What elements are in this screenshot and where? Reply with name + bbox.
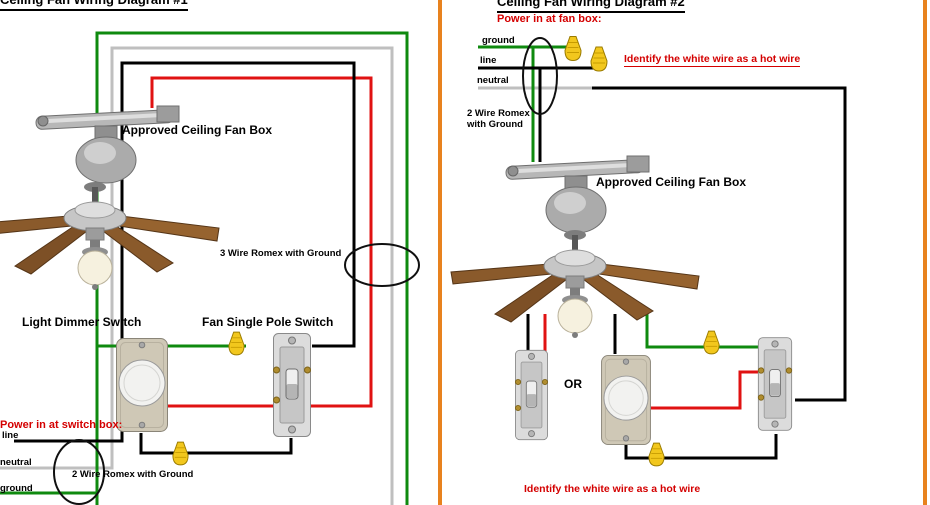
pole-switch-label: Fan Single Pole Switch — [202, 315, 334, 329]
or-label: OR — [564, 377, 582, 391]
line-label-1: line — [2, 430, 19, 441]
fan-box-label-1: Approved Ceiling Fan Box — [122, 123, 273, 137]
ground-label-2: ground — [482, 35, 515, 46]
romex2-label-1: 2 Wire Romex with Ground — [72, 469, 194, 480]
romex3-callout-ellipse — [344, 243, 420, 287]
identify-hot-wire-label-top: Identify the white wire as a hot wire — [624, 53, 801, 68]
toggle-switch-2b — [757, 337, 793, 431]
ceiling-fan-1 — [0, 181, 220, 291]
diagram-2-title: Ceiling Fan Wiring Diagram #2 — [497, 0, 685, 13]
bottom-jumper-wire-2 — [624, 434, 778, 460]
romex2-callout-ellipse-1 — [53, 439, 105, 505]
dimmer-switch-2 — [601, 354, 651, 446]
panel-2-border — [438, 0, 927, 505]
power-in-label-2: Power in at fan box: — [497, 13, 602, 25]
wire-nut-1b — [172, 441, 189, 466]
wire-nut-1a — [228, 331, 245, 356]
wire-nut-2a — [564, 35, 582, 62]
power-in-label-1: Power in at switch box: — [0, 419, 123, 431]
neutral-wire-1 — [0, 46, 394, 505]
line-wire-1 — [14, 61, 356, 443]
wire-nut-2c — [703, 330, 720, 355]
dimmer-switch-label: Light Dimmer Switch — [22, 315, 142, 329]
switch-jumper-wires-1 — [139, 433, 293, 455]
romex3-label: 3 Wire Romex with Ground — [220, 248, 342, 259]
ground-wire-2 — [478, 45, 760, 349]
romex2-callout-ellipse-2 — [522, 37, 558, 115]
hot-wire-2 — [543, 314, 759, 410]
line-label-2: line — [480, 55, 497, 66]
ground-label-1: ground — [0, 483, 33, 494]
identify-hot-wire-label-bottom: Identify the white wire as a hot wire — [524, 483, 701, 495]
wire-nut-2d — [648, 442, 665, 467]
romex2-label-2: 2 Wire Romex with Ground — [467, 108, 530, 130]
toggle-switch-2a — [515, 349, 548, 441]
fan-mounting-bracket-1 — [35, 105, 180, 184]
dimmer-switch-1 — [116, 338, 168, 432]
toggle-switch-1 — [273, 333, 311, 437]
fan-mounting-bracket-2 — [505, 155, 650, 234]
diagram-1-title: Ceiling Fan Wiring Diagram #1 — [0, 0, 188, 11]
fan-box-label-2: Approved Ceiling Fan Box — [596, 175, 747, 189]
neutral-label-1: neutral — [0, 457, 32, 468]
wire-nut-2b — [590, 46, 608, 72]
ceiling-fan-2 — [450, 229, 700, 339]
neutral-label-2: neutral — [477, 75, 509, 86]
